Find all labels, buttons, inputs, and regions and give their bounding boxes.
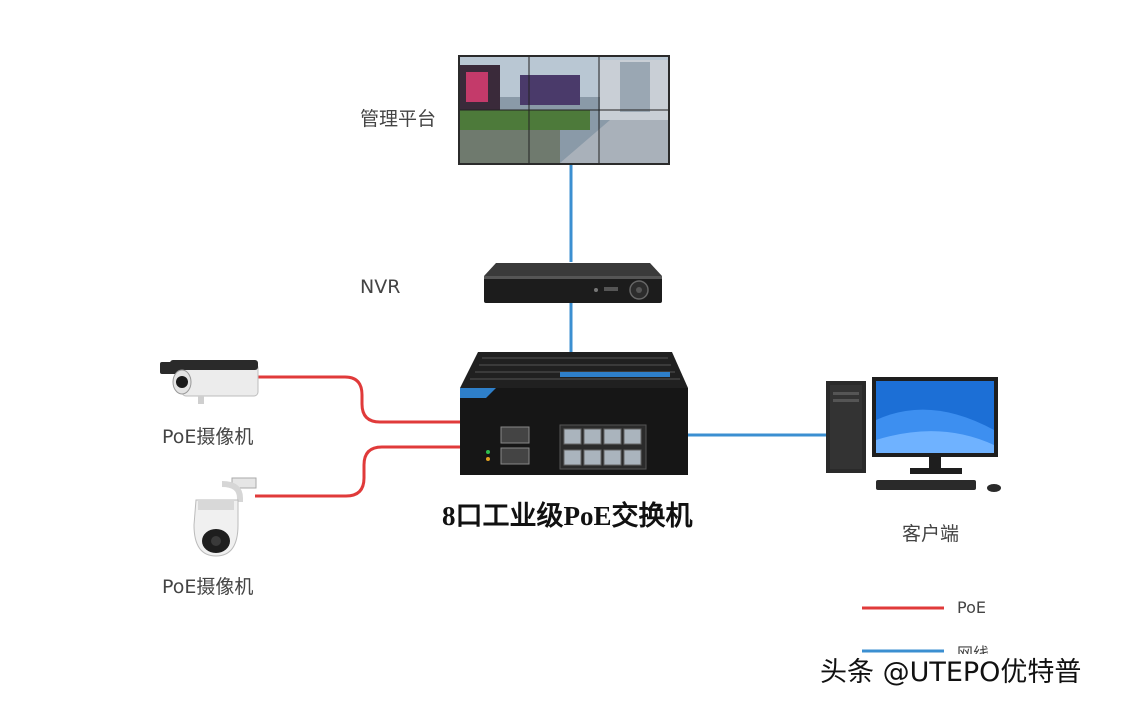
poe-line-camera2 (255, 445, 460, 498)
camera2-label: PoE摄像机 (162, 576, 254, 598)
legend-poe-label: PoE (957, 598, 986, 617)
client-label: 客户端 (902, 523, 960, 545)
switch-label: 8口工业级PoE交换机 (442, 501, 693, 531)
bullet-camera-device (160, 360, 259, 404)
camera1-label: PoE摄像机 (162, 426, 254, 448)
dome-camera-device (193, 477, 257, 557)
connection-lines (255, 165, 832, 498)
legend-network-label: 网线 (957, 644, 990, 654)
platform-label: 管理平台 (360, 108, 437, 130)
nvr-device (484, 263, 662, 303)
legend (862, 606, 944, 653)
client-computer (826, 377, 1001, 492)
nvr-label: NVR (360, 276, 401, 298)
poe-switch-device (460, 352, 688, 475)
poe-line-camera1 (258, 375, 460, 424)
video-wall-monitor (458, 55, 670, 165)
watermark: 头条 @UTEPO优特普 (820, 657, 1082, 688)
